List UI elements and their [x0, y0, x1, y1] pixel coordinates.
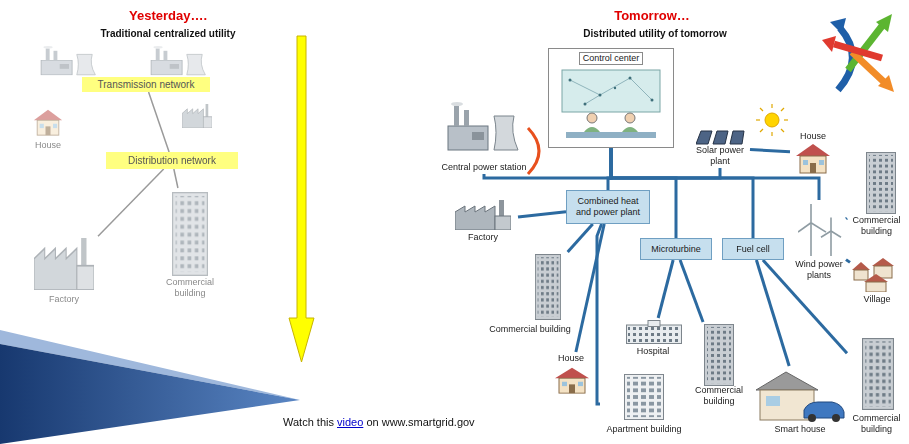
power-line [756, 260, 789, 366]
grid-line [98, 169, 164, 236]
village-node: Village [850, 256, 904, 306]
apartment-icon [625, 374, 664, 419]
building-node: Commercial building [847, 336, 906, 436]
solar-node: Solar power plant [690, 128, 750, 168]
factory-icon [182, 104, 212, 128]
building-node: Commercial building [690, 322, 749, 408]
apartment-node: Apartment building [600, 372, 688, 436]
generator-box: Microturbine [640, 238, 712, 260]
smart-grid-logo [822, 14, 894, 92]
hospital-icon [627, 321, 682, 344]
building-node: Commercial building [160, 188, 220, 300]
generator-box: Combined heat and power plant [566, 190, 650, 224]
node-label: Hospital [637, 346, 670, 357]
panel-subtitle: Traditional centralized utility [100, 28, 235, 39]
power-station-node: Central power station [436, 100, 532, 174]
node-label: Distribution network [128, 155, 216, 167]
power-line [576, 224, 604, 352]
node-label: Smart house [774, 424, 825, 435]
building-icon [173, 193, 208, 276]
generator-box: Fuel cell [722, 238, 784, 260]
node-label: House [35, 140, 61, 151]
node-label: Microturbine [651, 244, 701, 255]
house-node: House [550, 352, 592, 396]
power-line [568, 224, 593, 252]
node-label: Combined heat and power plant [569, 196, 647, 218]
power-plant [151, 46, 205, 75]
network-box: Transmission network [82, 77, 210, 92]
power-line [680, 260, 703, 322]
factory-icon [34, 238, 94, 290]
house-icon [796, 144, 830, 173]
panel-heading: Tomorrow… [614, 8, 690, 23]
time-arrow [289, 36, 314, 362]
factory-node: Factory [448, 198, 518, 244]
node-label: Commercial building [692, 385, 747, 407]
node-label: Apartment building [606, 424, 681, 435]
factory-icon [455, 200, 511, 230]
house-icon [34, 110, 62, 135]
sun [756, 104, 788, 136]
house-icon [555, 368, 589, 393]
footer-text: Watch this [283, 416, 334, 428]
node-label: House [800, 131, 826, 142]
node-label: Commercial building [849, 215, 904, 237]
village-icon [852, 258, 894, 292]
node-label: Solar power plant [692, 145, 748, 167]
footer-note: Watch thisvideoon www.smartgrid.gov [283, 416, 478, 428]
power-line [846, 260, 850, 263]
hospital-node: Hospital [620, 318, 686, 358]
power-plant [41, 46, 95, 75]
solar-panels [696, 131, 744, 144]
node-label: Central power station [441, 162, 526, 173]
panel-subtitle: Distributed utility of tomorrow [583, 28, 726, 39]
building-icon [863, 339, 894, 410]
factory-node: Factory [30, 236, 98, 306]
node-label: Village [864, 294, 891, 305]
power-station-icon [448, 102, 518, 150]
building-icon [535, 255, 560, 320]
node-label: Commercial building [489, 324, 571, 335]
node-label: Fuel cell [736, 244, 770, 255]
node-label: Transmission network [98, 79, 195, 91]
house-node: House [790, 130, 836, 176]
building-node: Commercial building [847, 150, 906, 238]
node-label: Factory [468, 232, 498, 243]
grid-line [149, 92, 170, 152]
wind-node: Wind power plants [792, 200, 846, 282]
power-line [763, 260, 847, 353]
control-room-art [562, 70, 660, 138]
building-icon [705, 324, 734, 385]
power-line [658, 260, 673, 318]
power-line [750, 150, 790, 152]
house-node: House [28, 108, 68, 152]
node-label: Wind power plants [794, 259, 844, 281]
grid-line [174, 169, 178, 188]
smart-house-node: Smart house [750, 366, 850, 436]
power-line [518, 212, 566, 217]
node-label: Commercial building [849, 413, 904, 435]
node-label: Factory [49, 294, 79, 305]
power-line [597, 224, 602, 404]
wind-turbines [798, 204, 841, 256]
building-node: Commercial building [480, 252, 580, 336]
footer-link: video [337, 416, 363, 428]
building-icon [867, 152, 896, 213]
station-arc [528, 128, 539, 174]
slide-swoosh [0, 344, 300, 444]
node-label: Control center [579, 52, 644, 65]
control-center: Control center [548, 48, 674, 148]
footer-text: on www.smartgrid.gov [366, 416, 474, 428]
smart-house-icon [756, 372, 844, 422]
panel-heading: Yesterday…. [129, 8, 207, 23]
node-label: Commercial building [162, 277, 218, 299]
network-box: Distribution network [106, 152, 238, 169]
power-line [846, 217, 847, 221]
node-label: House [558, 353, 584, 364]
